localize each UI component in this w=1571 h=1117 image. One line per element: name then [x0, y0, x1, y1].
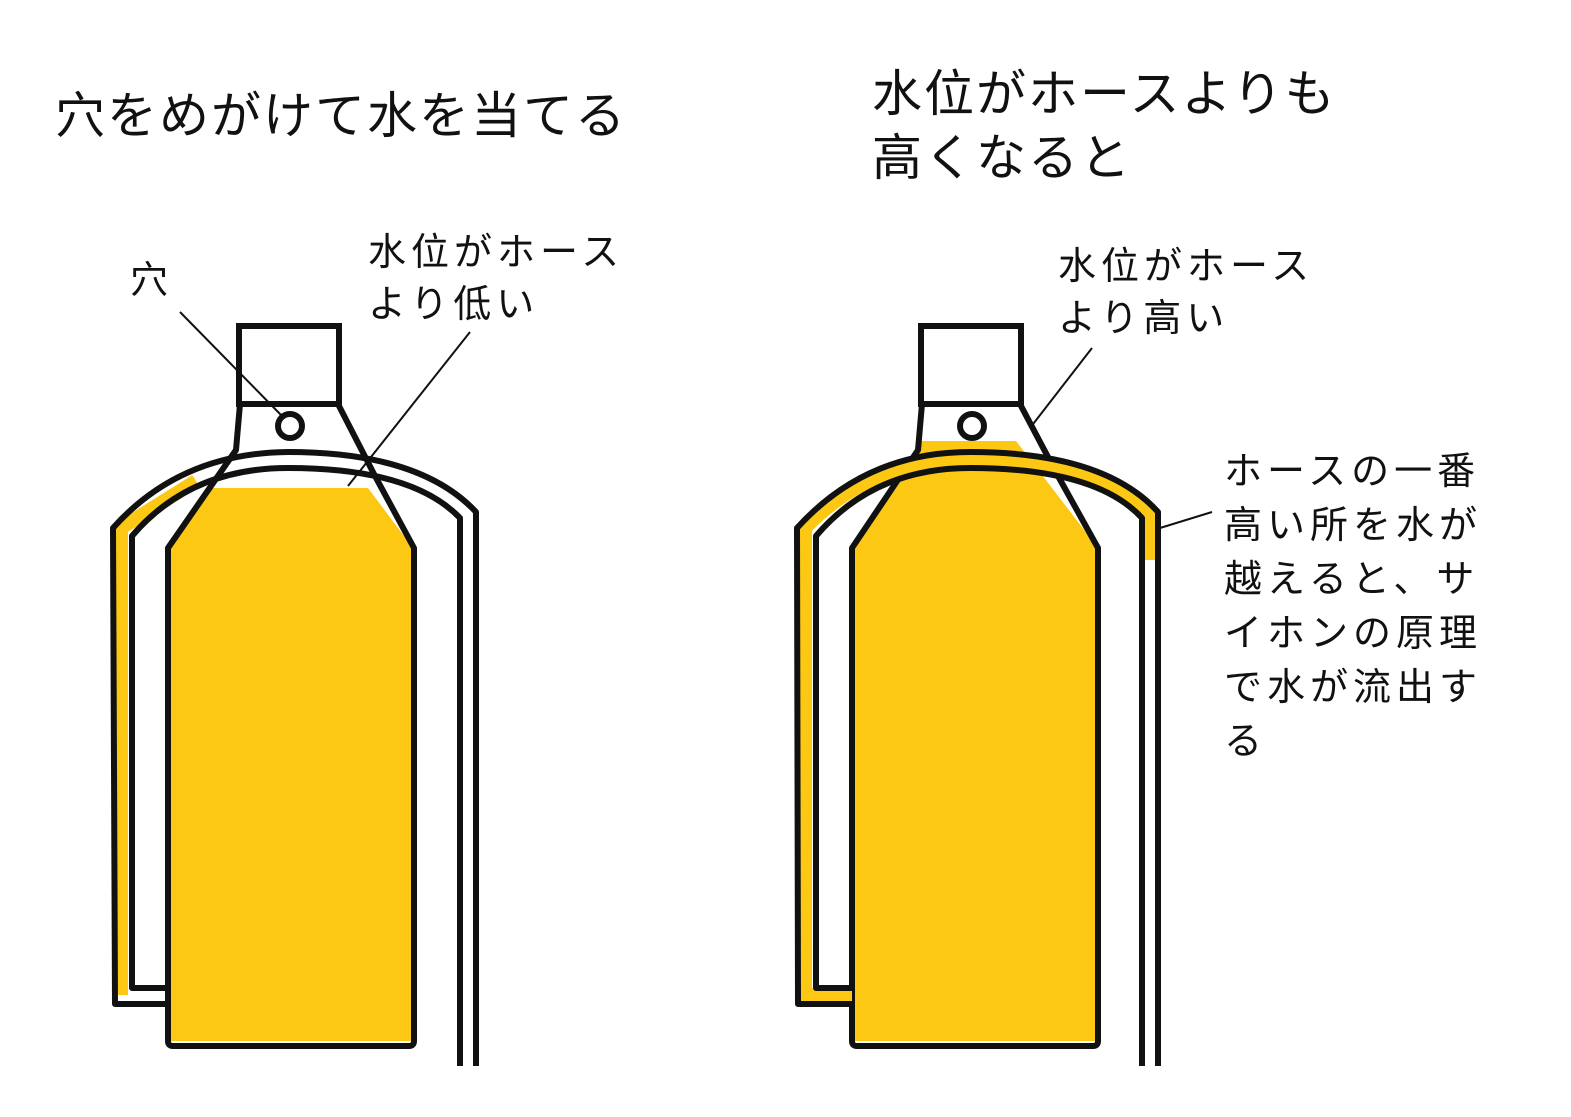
left-hose-outer [110, 449, 479, 1066]
siphon-leader-line [1159, 511, 1213, 529]
high-water-label-line-1: 水位がホース [1058, 244, 1315, 288]
siphon-note-line-4: イホンの原理 [1224, 611, 1483, 655]
right-bottle [794, 323, 1213, 1066]
right-title-line-1: 水位がホースよりも [872, 65, 1337, 123]
right-bottle-hole [957, 411, 987, 441]
right-hose-inner [813, 465, 1145, 1066]
siphon-note-line-5: で水が流出す [1224, 665, 1483, 709]
high-water-leader-line [1029, 347, 1093, 429]
high-water-label-line-2: より高い [1058, 296, 1230, 340]
low-water-label-line-1: 水位がホース [368, 230, 625, 274]
left-panel-title: 穴をめがけて水を当てる [55, 87, 627, 145]
hole-label: 穴 [130, 258, 174, 302]
siphon-note-line-2: 高い所を水が [1224, 503, 1483, 547]
right-panel-title: 水位がホースよりも 高くなると [872, 62, 1337, 190]
left-bottle-cap [236, 323, 342, 407]
right-hose-water [798, 453, 1157, 1002]
right-hose-outer [794, 449, 1161, 1066]
low-water-label: 水位がホース より低い [368, 226, 624, 330]
left-bottle-body [165, 402, 417, 1049]
hole-leader-line [179, 311, 283, 417]
left-bottle-hole [275, 411, 305, 441]
siphon-note-line-1: ホースの一番 [1224, 449, 1481, 493]
right-title-line-2: 高くなると [872, 129, 1132, 187]
siphon-note-line-3: 越えると、サ [1224, 557, 1480, 601]
left-bottle-water [168, 488, 413, 1041]
left-bottle [110, 311, 479, 1066]
right-bottle-cap [918, 323, 1024, 407]
high-water-label: 水位がホース より高い [1058, 240, 1314, 344]
siphon-note: ホースの一番 高い所を水が 越えると、サ イホンの原理 で水が流出す る [1224, 444, 1524, 768]
siphon-note-line-6: る [1224, 719, 1268, 763]
low-water-label-line-2: より低い [368, 282, 540, 326]
low-water-leader-line [347, 331, 471, 487]
right-bottle-body [849, 402, 1101, 1049]
left-hose-water [114, 475, 200, 995]
right-bottle-water [852, 441, 1098, 1041]
left-hose-inner [129, 465, 463, 1066]
